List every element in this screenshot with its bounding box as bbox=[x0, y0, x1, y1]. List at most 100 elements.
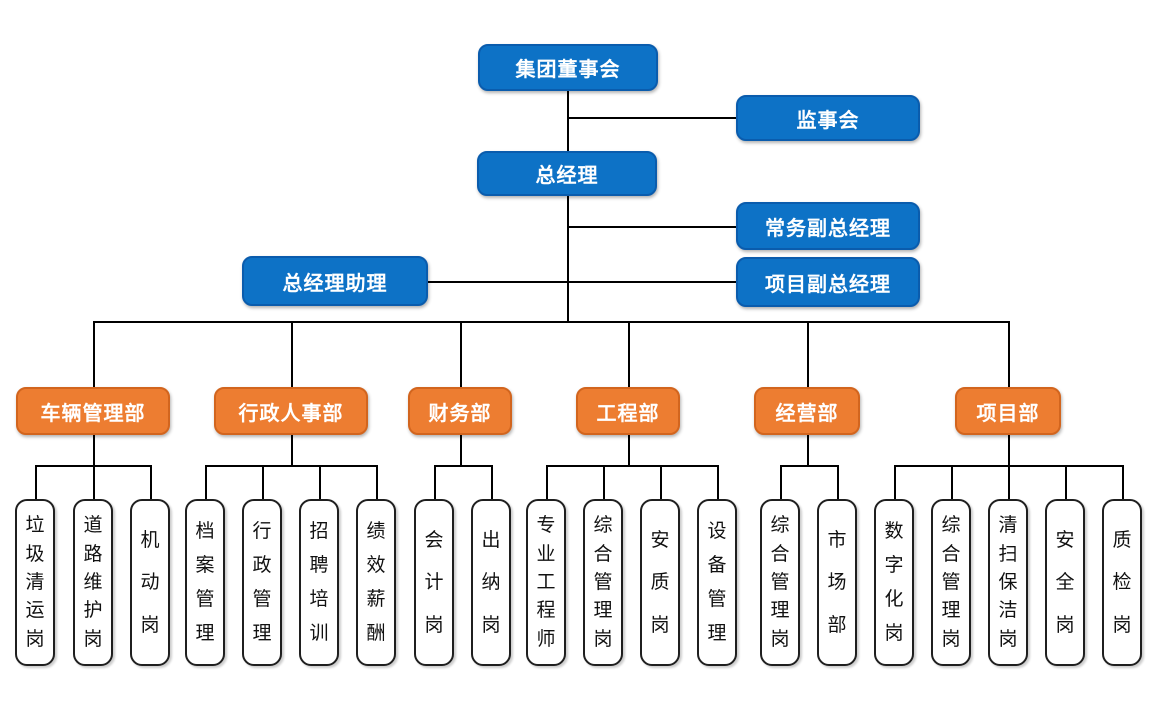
connector-line bbox=[1122, 465, 1124, 499]
connector-line bbox=[717, 465, 719, 499]
connector-line bbox=[567, 91, 569, 151]
connector-line bbox=[894, 465, 896, 499]
org-node-dept-finance: 财务部 bbox=[408, 387, 512, 435]
org-node-label: 车辆管理部 bbox=[40, 400, 146, 425]
connector-line bbox=[460, 321, 462, 387]
org-node-board: 集团董事会 bbox=[478, 44, 658, 91]
connector-line bbox=[291, 435, 293, 466]
org-node-position: 专业工程师 bbox=[526, 499, 566, 666]
org-node-position: 综合管理岗 bbox=[760, 499, 800, 666]
org-node-label: 机动岗 bbox=[140, 528, 160, 636]
org-node-label: 行政人事部 bbox=[238, 400, 344, 425]
org-node-position: 绩效薪酬 bbox=[356, 499, 396, 666]
org-node-label: 会计岗 bbox=[424, 528, 444, 636]
org-node-label: 财务部 bbox=[428, 400, 492, 425]
org-node-label: 清扫保洁岗 bbox=[998, 514, 1018, 650]
connector-line bbox=[780, 465, 782, 499]
org-node-gm-assistant: 总经理助理 bbox=[242, 256, 428, 306]
connector-line bbox=[93, 435, 95, 466]
org-node-label: 质检岗 bbox=[1112, 528, 1132, 636]
org-node-label: 集团董事会 bbox=[515, 57, 621, 81]
org-node-project-vice-gm: 项目副总经理 bbox=[736, 257, 920, 307]
org-node-position: 安全岗 bbox=[1045, 499, 1085, 666]
org-node-label: 综合管理岗 bbox=[941, 514, 961, 650]
org-node-label: 监事会 bbox=[796, 107, 860, 132]
org-node-label: 常务副总经理 bbox=[765, 215, 891, 240]
connector-line bbox=[93, 465, 95, 499]
org-node-label: 垃圾清运岗 bbox=[25, 514, 45, 650]
connector-line bbox=[780, 465, 837, 467]
org-node-label: 出纳岗 bbox=[481, 528, 501, 636]
org-node-label: 经营部 bbox=[775, 400, 839, 425]
org-node-label: 安全岗 bbox=[1055, 528, 1075, 636]
org-node-label: 项目副总经理 bbox=[765, 271, 891, 296]
connector-line bbox=[951, 465, 953, 499]
connector-line bbox=[205, 465, 207, 499]
connector-line bbox=[93, 321, 1008, 323]
org-node-label: 专业工程师 bbox=[536, 514, 556, 650]
org-node-position: 行政管理 bbox=[242, 499, 282, 666]
org-node-position: 市场部 bbox=[817, 499, 857, 666]
connector-line bbox=[567, 226, 736, 228]
org-node-position: 机动岗 bbox=[130, 499, 170, 666]
connector-line bbox=[1008, 321, 1010, 387]
org-node-label: 招聘培训 bbox=[309, 520, 329, 644]
org-node-position: 质检岗 bbox=[1102, 499, 1142, 666]
connector-line bbox=[291, 321, 293, 387]
org-node-position: 综合管理岗 bbox=[583, 499, 623, 666]
connector-line bbox=[262, 465, 264, 499]
connector-line bbox=[807, 321, 809, 387]
org-node-label: 设备管理 bbox=[707, 520, 727, 644]
connector-line bbox=[1008, 465, 1010, 499]
connector-line bbox=[546, 465, 548, 499]
connector-line bbox=[837, 465, 839, 499]
org-node-position: 档案管理 bbox=[185, 499, 225, 666]
connector-line bbox=[460, 435, 462, 466]
org-node-dept-operations: 经营部 bbox=[754, 387, 860, 435]
connector-line bbox=[491, 465, 493, 499]
org-node-dept-hr-admin: 行政人事部 bbox=[214, 387, 368, 435]
connector-line bbox=[807, 435, 809, 466]
org-node-position: 垃圾清运岗 bbox=[15, 499, 55, 666]
connector-line bbox=[428, 281, 736, 283]
org-node-position: 会计岗 bbox=[414, 499, 454, 666]
connector-line bbox=[93, 321, 95, 387]
org-node-label: 档案管理 bbox=[195, 520, 215, 644]
org-node-label: 绩效薪酬 bbox=[366, 520, 386, 644]
connector-line bbox=[567, 196, 569, 322]
connector-line bbox=[546, 465, 717, 467]
org-node-position: 出纳岗 bbox=[471, 499, 511, 666]
connector-line bbox=[35, 465, 150, 467]
org-node-label: 总经理助理 bbox=[282, 270, 388, 295]
connector-line bbox=[628, 435, 630, 466]
connector-line bbox=[434, 465, 436, 499]
connector-line bbox=[660, 465, 662, 499]
connector-line bbox=[603, 465, 605, 499]
connector-line bbox=[150, 465, 152, 499]
org-node-dept-vehicle: 车辆管理部 bbox=[16, 387, 170, 435]
org-node-label: 项目部 bbox=[976, 400, 1040, 425]
org-node-dept-engineering: 工程部 bbox=[576, 387, 680, 435]
connector-line bbox=[567, 117, 736, 119]
org-node-label: 道路维护岗 bbox=[83, 514, 103, 650]
connector-line bbox=[1008, 435, 1010, 466]
org-node-position: 清扫保洁岗 bbox=[988, 499, 1028, 666]
org-node-label: 行政管理 bbox=[252, 520, 272, 644]
org-node-position: 设备管理 bbox=[697, 499, 737, 666]
org-node-label: 综合管理岗 bbox=[770, 514, 790, 650]
connector-line bbox=[434, 465, 491, 467]
org-node-position: 道路维护岗 bbox=[73, 499, 113, 666]
org-node-supervisory: 监事会 bbox=[736, 95, 920, 141]
org-node-label: 数字化岗 bbox=[884, 520, 904, 644]
connector-line bbox=[319, 465, 321, 499]
connector-line bbox=[1065, 465, 1067, 499]
org-node-position: 数字化岗 bbox=[874, 499, 914, 666]
org-node-position: 招聘培训 bbox=[299, 499, 339, 666]
org-node-exec-vice-gm: 常务副总经理 bbox=[736, 202, 920, 250]
org-node-label: 工程部 bbox=[596, 400, 660, 425]
org-node-label: 安质岗 bbox=[650, 528, 670, 636]
org-node-label: 总经理 bbox=[535, 163, 599, 187]
connector-line bbox=[628, 321, 630, 387]
org-node-position: 综合管理岗 bbox=[931, 499, 971, 666]
